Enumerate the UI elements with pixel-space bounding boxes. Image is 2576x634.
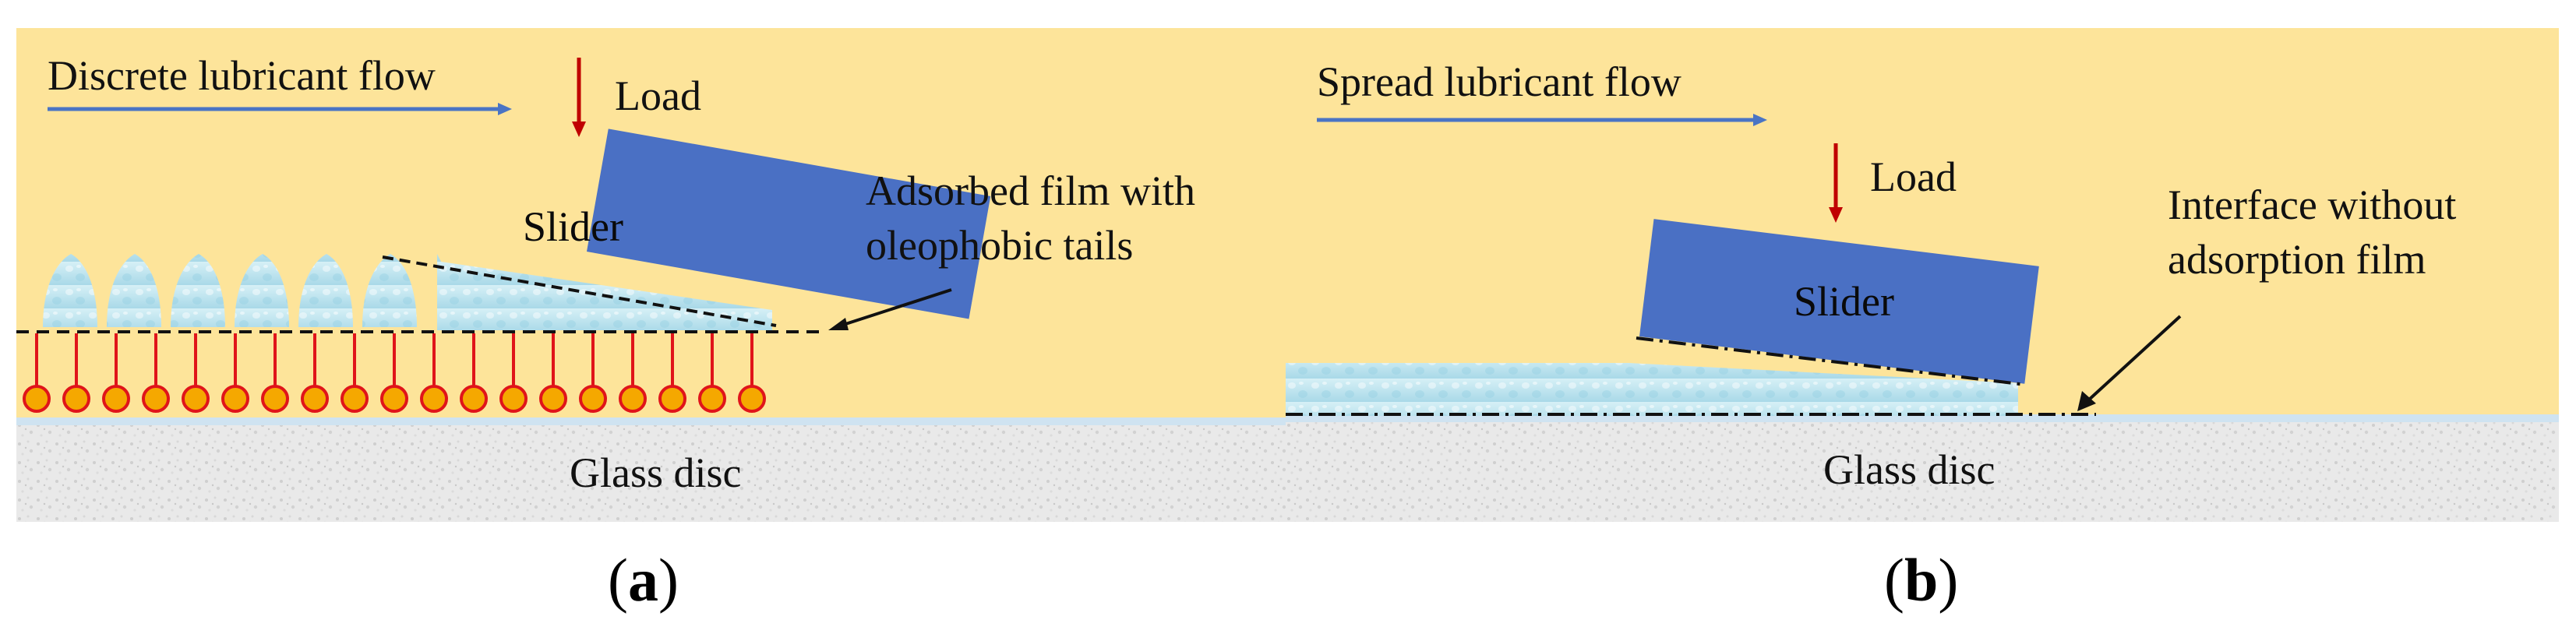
annotation-line2: oleophobic tails [866,222,1134,269]
panel-b-drawing [1286,28,2559,522]
slider-label: Slider [1794,278,1894,325]
molecule-head [658,385,686,413]
annotation-arrow [2087,315,2182,402]
substrate-label: Glass disc [570,449,742,496]
glass-surface-line [1286,414,2559,422]
molecule-head [23,385,51,413]
load-arrowhead [572,122,586,137]
molecule-head [62,385,90,413]
load-label: Load [615,72,701,119]
panel-a: Discrete lubricant flow Load Slider Adso… [16,28,1286,522]
glass-disc [1286,417,2559,522]
molecule-head [341,385,369,413]
molecule-head [698,385,726,413]
caption-b: (b) [1884,546,1959,614]
molecule-head [142,385,170,413]
panel-b: Spread lubricant flow Load Slider Interf… [1286,28,2559,522]
flow-arrowhead [498,103,512,115]
molecule-head [539,385,567,413]
molecule-head [738,385,766,413]
slider-label: Slider [523,203,623,250]
molecule-head [460,385,488,413]
molecule-head [420,385,448,413]
annotation-line1: Adsorbed film with [866,167,1195,214]
molecule-head [221,385,249,413]
molecule-head [380,385,408,413]
annotation-line2: adsorption film [2168,236,2426,283]
glass-disc [16,421,1286,522]
caption-b-letter: b [1904,546,1939,614]
molecule-head [301,385,329,413]
load-arrowhead [1829,207,1843,223]
slider-interface-line [382,255,777,327]
molecule-head [579,385,607,413]
flow-label: Discrete lubricant flow [48,52,436,99]
annotation-line1: Interface without [2168,181,2457,228]
flow-label: Spread lubricant flow [1317,58,1681,105]
panel-a-drawing [16,28,1286,522]
molecule-head [102,385,130,413]
lubricant-film [1286,363,2018,416]
annotation-arrow [840,288,952,327]
molecule-head [499,385,528,413]
annotation-arrowhead [828,318,849,330]
glass-surface-line [16,417,1286,425]
adsorbed-molecules [23,333,766,413]
annotation-arrowhead [2077,391,2096,411]
caption-a-letter: a [627,546,658,614]
load-label: Load [1870,153,1957,200]
slider-block [1639,219,2039,384]
molecule-head [261,385,289,413]
caption-a: (a) [608,546,679,614]
flow-arrowhead [1753,114,1767,126]
substrate-label: Glass disc [1823,446,1996,493]
molecule-head [182,385,210,413]
slider-block [587,129,991,319]
molecule-head [619,385,647,413]
